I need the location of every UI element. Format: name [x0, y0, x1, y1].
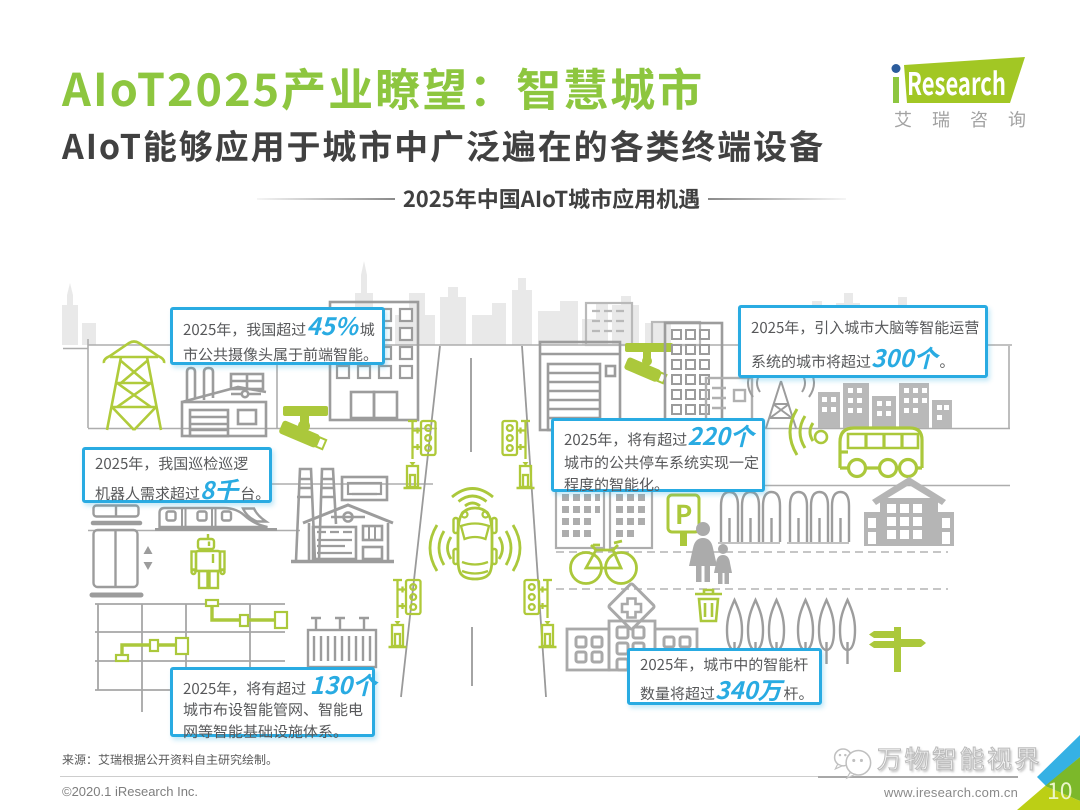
svg-text:艾瑞咨询: 艾瑞咨询	[894, 106, 1026, 132]
svg-text:10: 10	[1047, 772, 1073, 806]
svg-text:Research: Research	[907, 59, 1006, 104]
svg-text:P: P	[675, 495, 692, 532]
